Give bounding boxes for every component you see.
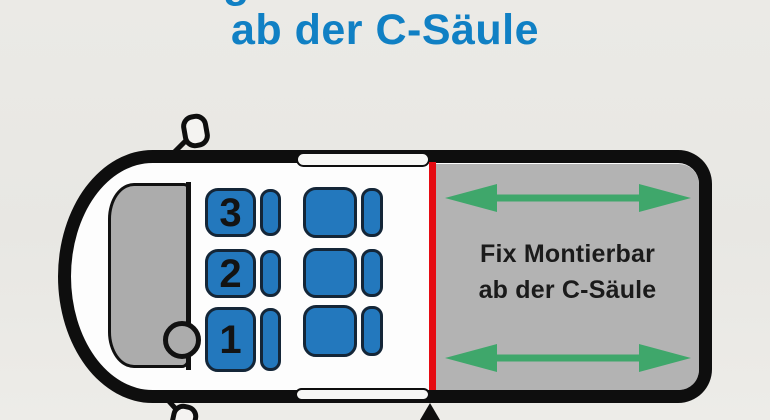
width-double-arrow-icon-top	[445, 184, 691, 212]
seat-row3-right-cushion	[303, 187, 357, 238]
seat-row1-right-backrest	[361, 306, 383, 356]
seat-row1-label: 1	[219, 317, 242, 362]
seat-row1-left-backrest	[260, 308, 281, 371]
seat-row2-label: 2	[219, 251, 242, 296]
page-title: ab der C-Säule	[230, 6, 540, 54]
seat-row3-label: 3	[219, 190, 242, 235]
seat-row2-left-cushion: 2	[205, 249, 256, 298]
door-opening-top	[296, 152, 430, 167]
c-pillar-pointer-icon	[420, 403, 440, 420]
cargo-area-label: Fix Montierbar ab der C-Säule	[436, 236, 699, 308]
seat-row2-right-cushion	[303, 248, 357, 298]
seat-row3-left-cushion: 3	[205, 188, 256, 237]
cargo-label-line2: ab der C-Säule	[478, 276, 657, 304]
cargo-label-line1: Fix Montierbar	[479, 240, 656, 268]
seat-row3-right-backrest	[361, 188, 383, 237]
bulkhead-line	[186, 182, 191, 370]
door-opening-bottom	[295, 388, 430, 401]
seat-row1-right-cushion	[303, 305, 357, 357]
width-double-arrow-icon-bottom	[445, 344, 691, 372]
c-pillar-marker-line	[429, 162, 436, 390]
seat-row3-left-backrest	[260, 189, 281, 236]
cargo-area: Fix Montierbar ab der C-Säule	[436, 164, 699, 390]
steering-wheel-icon	[163, 321, 201, 359]
seat-row1-left-cushion: 1	[205, 307, 256, 372]
title-cropped-line-fragment: g	[223, 0, 249, 7]
seat-row2-right-backrest	[361, 249, 383, 297]
seat-row2-left-backrest	[260, 250, 281, 297]
